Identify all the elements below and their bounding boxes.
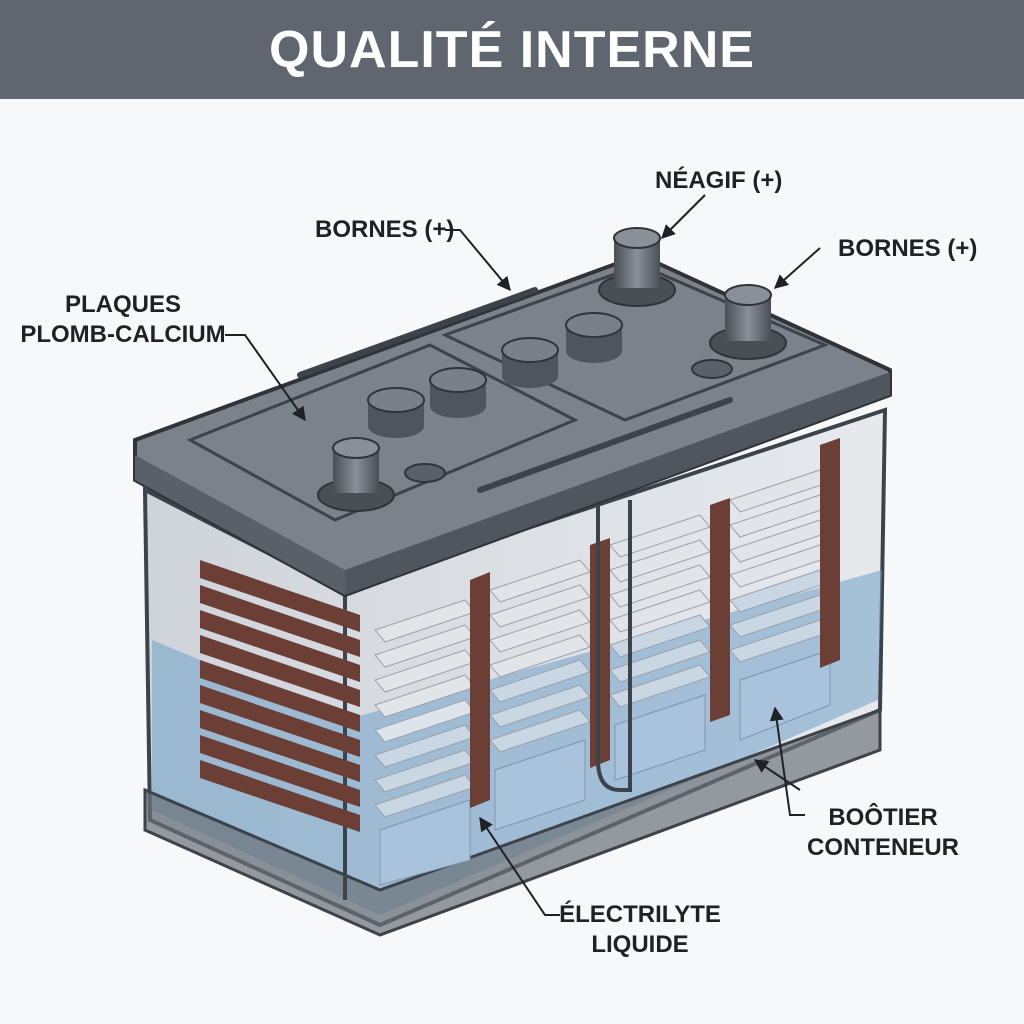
- plate-stack-center-right: [609, 514, 711, 781]
- plate-stack-center-left: [374, 599, 476, 886]
- terminal-post-left: [317, 437, 395, 512]
- label-bornes-left: BORNES (+): [315, 216, 454, 243]
- terminal-post-center: [598, 227, 676, 307]
- label-electrolyte-line2: LIQUIDE: [591, 931, 688, 958]
- battery-diagram: BORNES (+) NÉAGIF (+) BORNES (+) PLAQUES…: [20, 166, 977, 958]
- label-bornes-right: BORNES (+): [838, 235, 977, 262]
- title-bar: QUALITÉ INTERNE: [0, 0, 1024, 99]
- label-boitier-line1: BOÔTIER: [828, 803, 937, 831]
- plate-stack-left: [200, 560, 360, 832]
- plate-stack-right: [729, 469, 831, 741]
- internal-connector: [596, 500, 632, 792]
- label-plaques-line2: PLOMB-CALCIUM: [20, 321, 225, 348]
- plate-stack-center: [489, 559, 591, 831]
- label-plaques-line1: PLAQUES: [65, 291, 181, 318]
- label-negatif: NÉAGIF (+): [655, 166, 782, 194]
- label-electrolyte-line1: ÉLECTRILYTE: [559, 900, 721, 928]
- leader-lines: [225, 194, 821, 916]
- terminal-post-right: [709, 284, 787, 360]
- cell-caps: [367, 312, 623, 438]
- label-boitier-line2: CONTENEUR: [807, 834, 959, 861]
- page-title: QUALITÉ INTERNE: [269, 20, 755, 79]
